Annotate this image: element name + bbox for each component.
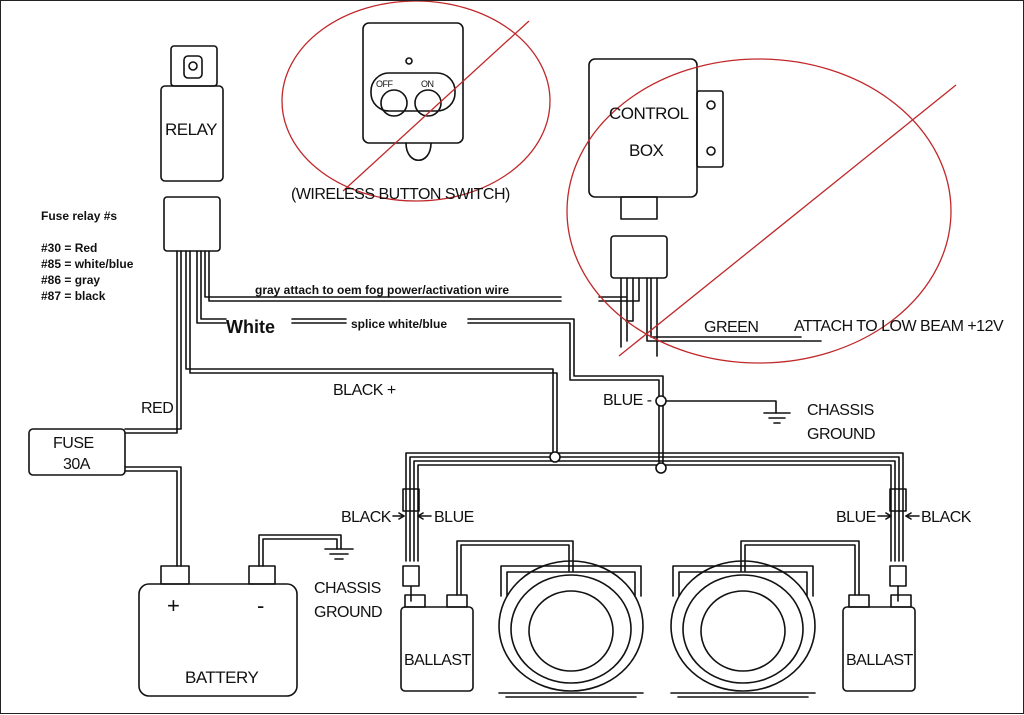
control-box-label-1: CONTROL (609, 104, 689, 123)
strike-circle-switch (281, 1, 551, 202)
splice-label: splice white/blue (351, 317, 447, 331)
ballast-right-label: BALLAST (846, 652, 913, 669)
battery-body (138, 583, 298, 697)
fuse-relay-legend: Fuse relay #s #30 = Red #85 = white/blue… (41, 208, 159, 304)
strike-outs (281, 1, 957, 364)
connector-right-lower (889, 565, 907, 587)
battery-label: BATTERY (185, 668, 258, 687)
chassis-ground-right-label-1: CHASSIS (807, 402, 874, 419)
fuse-legend-entry: #85 = white/blue (41, 257, 134, 271)
blue-right-label: BLUE (836, 509, 876, 526)
switch-off-label: OFF (376, 79, 393, 89)
attach-low-beam-label: ATTACH TO LOW BEAM +12V (794, 318, 1004, 335)
fuse-legend-entry: #87 = black (41, 289, 106, 303)
junction-blue (655, 462, 667, 474)
fog-lamp-right (670, 560, 816, 698)
blue-minus-label: BLUE - (603, 392, 652, 409)
connector-left-lower (402, 565, 420, 587)
relay-wires (124, 250, 664, 457)
ballast-right (842, 594, 916, 692)
fuse-label-2: 30A (63, 456, 91, 473)
battery-negative-post (248, 565, 276, 585)
fog-lamp-left (498, 560, 644, 698)
battery-minus-label: - (257, 593, 264, 618)
fuse-body (28, 428, 126, 476)
fuse-legend-entry: #86 = gray (41, 273, 101, 287)
fuse-to-battery-wire (124, 466, 182, 567)
relay-label: RELAY (165, 120, 217, 139)
chassis-ground-right-label-2: GROUND (807, 426, 875, 443)
ballast-to-lamp-left (456, 540, 574, 596)
black-right-label: BLACK (921, 509, 972, 526)
relay-body (160, 85, 224, 182)
fuse-label-1: FUSE (53, 435, 94, 452)
white-wire-label: White (226, 317, 275, 337)
gray-wire-label: gray attach to oem fog power/activation … (255, 283, 509, 297)
chassis-ground-left-symbol (324, 548, 354, 560)
junction-blue-ground (655, 395, 667, 407)
strike-line-control-box (618, 84, 957, 357)
wireless-button-switch (362, 22, 464, 161)
ballast-to-lamp-right (740, 540, 860, 596)
battery-plus-label: + (167, 593, 179, 618)
junction-black (549, 451, 561, 463)
ballast-left (400, 594, 474, 692)
switch-on-label: ON (421, 79, 434, 89)
fuse-legend-title: Fuse relay #s (41, 209, 118, 223)
chassis-ground-left-label-1: CHASSIS (314, 580, 381, 597)
strike-circle-control-box (566, 58, 952, 364)
wireless-switch-label: (WIRELESS BUTTON SWITCH) (291, 186, 510, 203)
relay (160, 45, 224, 252)
battery-positive-post (160, 565, 190, 585)
red-wire-label: RED (141, 400, 173, 417)
battery (138, 565, 298, 697)
strike-line-switch (342, 20, 530, 192)
main-harness (405, 395, 904, 562)
chassis-ground-right-symbol (763, 412, 791, 424)
control-box-label-2: BOX (629, 141, 664, 160)
relay-tab (170, 45, 218, 87)
battery-ground-wire (258, 534, 342, 567)
chassis-ground-left-label-2: GROUND (314, 604, 382, 621)
ballast-left-label: BALLAST (404, 652, 471, 669)
connector-right-upper (889, 488, 907, 512)
black-plus-label: BLACK + (333, 382, 396, 399)
connector-left-upper (402, 488, 420, 512)
blue-left-label: BLUE (434, 509, 474, 526)
black-left-label: BLACK (341, 509, 392, 526)
fuse-legend-entry: #30 = Red (41, 241, 98, 255)
relay-connector (163, 196, 221, 252)
green-wire-label: GREEN (704, 319, 758, 336)
